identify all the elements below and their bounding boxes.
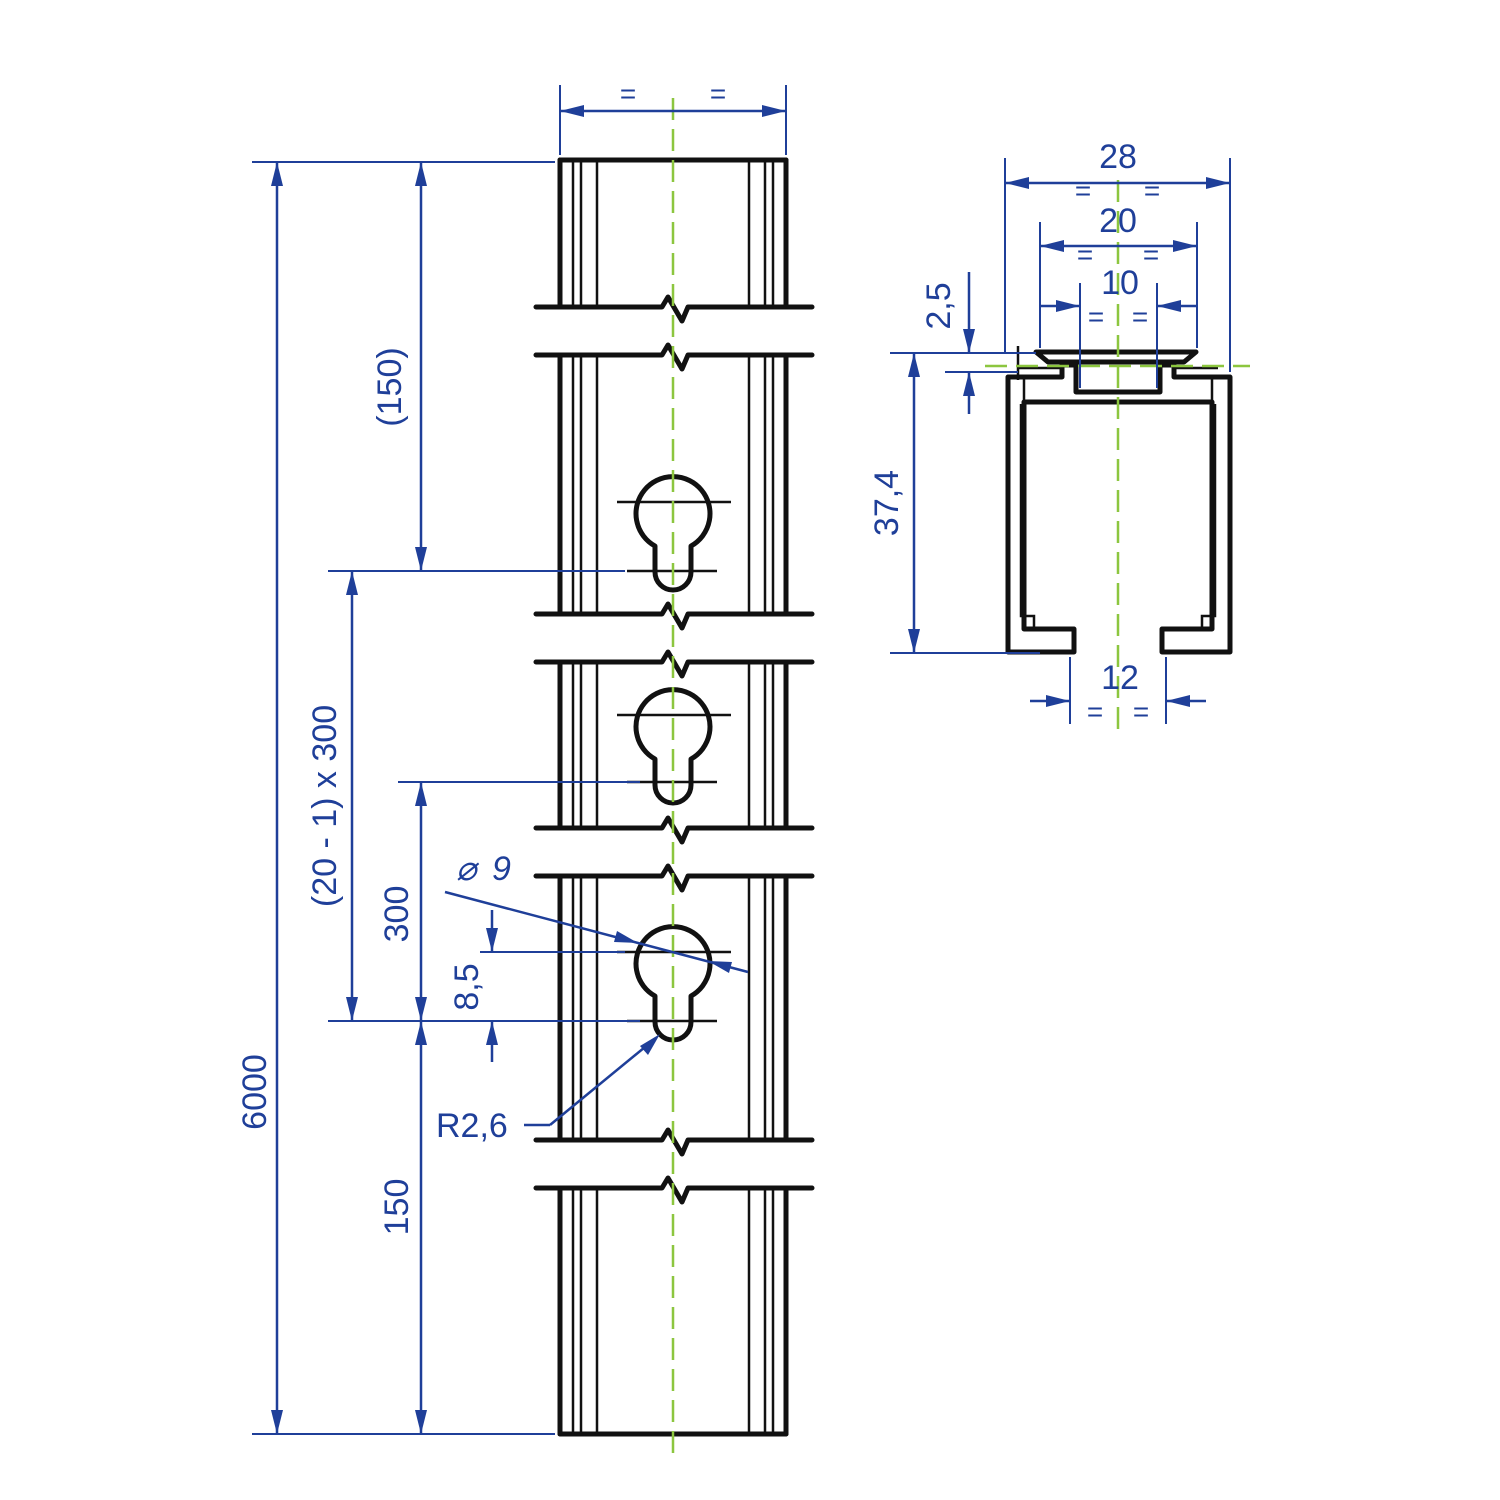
dim-hole-pattern: (20 - 1) x 300: [306, 705, 344, 907]
slot-equal-left: =: [1088, 301, 1104, 332]
overall-width-equal-left: =: [1075, 175, 1091, 206]
dim-hole-pitch: 300: [378, 886, 416, 943]
side-view-dimensions: = = 6000 (150) (20 - 1) x 300 300 150: [236, 78, 787, 1435]
overall-width-equal-right: =: [1144, 175, 1160, 206]
diameter-symbol: ⌀: [456, 850, 480, 888]
top-width-equal-right: =: [1143, 239, 1159, 270]
bottom-equal-left: =: [1087, 696, 1103, 727]
dim-lip-thickness: 2,5: [920, 282, 958, 329]
top-width-equal-left: =: [1077, 239, 1093, 270]
slot-equal-right: =: [1132, 301, 1148, 332]
bottom-equal-right: =: [1133, 696, 1149, 727]
dim-overall-length: 6000: [236, 1054, 274, 1130]
dim-hole-diameter: ⌀ 9: [456, 850, 511, 888]
rail-segment-hole-2: [557, 659, 789, 831]
cross-section-dimensions: 28 = = 20 = = 10 = = 2,5 37,4: [868, 138, 1231, 727]
dim-last-hole-offset: 150: [378, 1179, 416, 1236]
dim-first-hole-offset: (150): [371, 347, 409, 426]
dim-slot-radius: R2,6: [436, 1107, 508, 1145]
rail-cross-section: [985, 180, 1250, 735]
diameter-value: 9: [492, 850, 511, 888]
dim-hole-length: 8,5: [448, 963, 486, 1010]
rail-segment-hole-3: [557, 873, 789, 1143]
break-lines: [533, 294, 815, 1205]
dim-bottom-opening: 12: [1101, 659, 1139, 697]
width-equal-right: =: [710, 78, 726, 109]
dim-overall-width: 28: [1099, 138, 1137, 176]
width-equal-left: =: [620, 78, 636, 109]
dim-height: 37,4: [868, 470, 906, 536]
dim-top-width: 20: [1099, 202, 1137, 240]
rail-segment-bottom: [557, 1185, 789, 1437]
rail-side-view: [533, 98, 815, 1460]
dim-slot-opening: 10: [1101, 264, 1139, 302]
